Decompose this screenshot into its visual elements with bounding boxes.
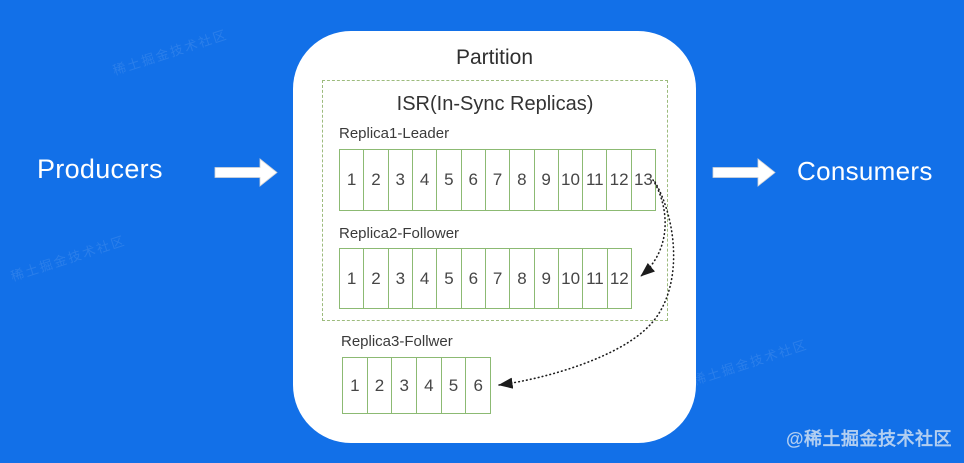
log-cell: 7: [484, 150, 509, 210]
log-cell: 12: [606, 249, 631, 308]
consumer-arrow-icon: [712, 158, 776, 187]
log-cell: 4: [416, 358, 441, 413]
log-cell: 10: [557, 150, 582, 210]
log-cell: 5: [440, 358, 466, 413]
log-cell: 11: [582, 150, 606, 210]
producers-label: Producers: [37, 154, 163, 184]
log-cell: 1: [350, 375, 360, 395]
log-cell: 6: [460, 150, 485, 210]
log-cell: 8: [509, 249, 533, 308]
partition-panel: Partition ISR(In-Sync Replicas) Replica1…: [293, 31, 696, 443]
log-cell: 4: [411, 249, 436, 308]
watermark-tile: 稀土掘金技术社区: [8, 232, 128, 285]
log-cell: 7: [484, 249, 509, 308]
log-cell: 4: [411, 150, 436, 210]
isr-title: ISR(In-Sync Replicas): [396, 93, 594, 115]
log-cell: 1: [346, 268, 357, 288]
log-cell: 3: [391, 358, 416, 413]
log-cell: 8: [509, 150, 533, 210]
log-cell: 2: [363, 150, 387, 210]
log-cell: 3: [387, 150, 412, 210]
replica3-label: Replica3-Follwer: [341, 333, 453, 350]
log-cell: 12: [606, 150, 630, 210]
watermark-tile: 稀土掘金技术社区: [690, 336, 810, 389]
log-cell: 9: [533, 150, 558, 210]
replica1-label: Replica1-Leader: [339, 125, 450, 142]
log-cell: 5: [436, 249, 460, 308]
log-cell: 10: [557, 249, 582, 308]
log-cell: 2: [363, 249, 387, 308]
log-cell: 11: [582, 249, 606, 308]
log-cell: 3: [387, 249, 412, 308]
partition-title: Partition: [455, 46, 534, 69]
watermark-tile: 稀土掘金技术社区: [110, 26, 230, 79]
log-cell: 5: [436, 150, 460, 210]
watermark-signature: @稀土掘金技术社区: [785, 429, 952, 449]
log-cell: 1: [346, 170, 357, 189]
log-cell: 6: [460, 249, 485, 308]
log-cell: 6: [465, 358, 490, 413]
producer-arrow-icon: [214, 158, 278, 187]
replica2-label: Replica2-Follower: [339, 225, 460, 242]
consumers-label: Consumers: [797, 156, 933, 186]
log-cell: 9: [533, 249, 558, 308]
log-cell: 13: [630, 150, 655, 210]
log-cell: 2: [366, 358, 392, 413]
